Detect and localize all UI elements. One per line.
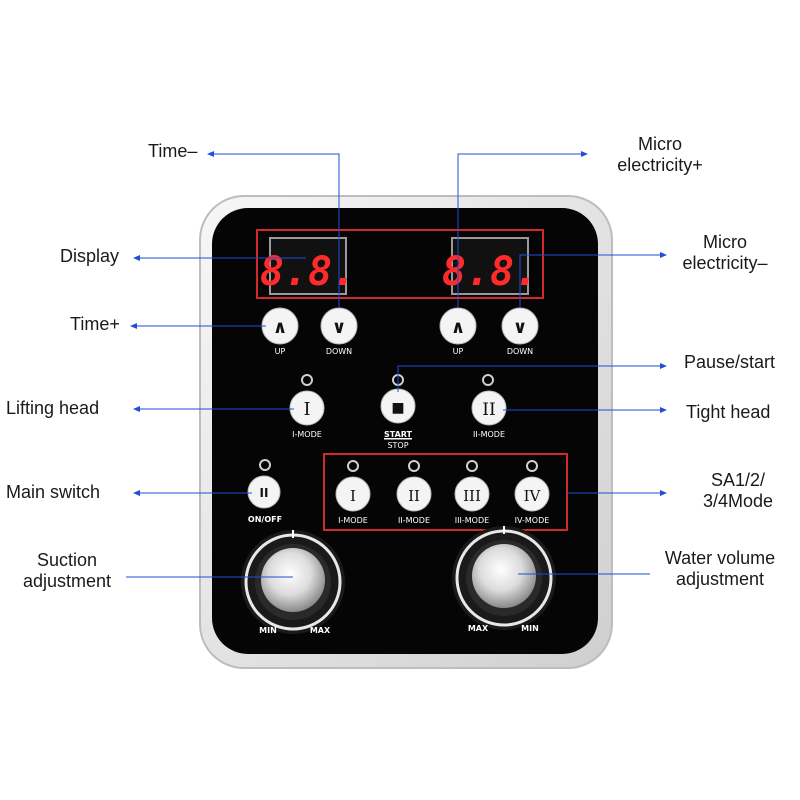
- indicator-led: [466, 460, 478, 472]
- indicator-led: [408, 460, 420, 472]
- water-volume-knob[interactable]: [452, 526, 556, 630]
- pause-icon: II: [260, 486, 269, 500]
- callout-pause-start: Pause/start: [684, 352, 776, 372]
- up-arrow-icon: ∧: [451, 317, 466, 338]
- callout-time-plus: Time+: [70, 314, 120, 334]
- mode-ii-glyph: II: [482, 400, 495, 420]
- sa-mode-highlight-box: [323, 453, 568, 531]
- leader-micro-plus: [457, 153, 583, 308]
- callout-sa-mode-line2: 3/4Mode: [702, 491, 774, 511]
- sa-mode-label-3: III-MODE: [455, 516, 489, 525]
- indicator-led: [482, 374, 494, 386]
- callout-lifting-head: Lifting head: [6, 398, 100, 418]
- callout-display: Display: [60, 246, 120, 266]
- start-stop-button[interactable]: ■: [380, 388, 416, 424]
- down-arrow-icon: ∨: [332, 317, 347, 338]
- callout-sa-mode: SA1/2/ 3/4Mode: [686, 470, 790, 512]
- micro-up-label: UP: [453, 347, 464, 356]
- mode-glyph: I: [350, 487, 356, 505]
- indicator-led: [347, 460, 359, 472]
- sa-mode-button-1[interactable]: I: [335, 476, 371, 512]
- time-display: 8.8.: [260, 249, 356, 295]
- callout-tight-head: Tight head: [686, 402, 771, 422]
- callout-micro-plus-line1: Micro: [638, 134, 682, 154]
- callout-main-switch: Main switch: [6, 482, 101, 502]
- callout-suction-line2: adjustment: [22, 571, 112, 591]
- stop-icon: ■: [391, 400, 404, 416]
- time-up-label: UP: [275, 347, 286, 356]
- callout-sa-mode-line1: SA1/2/: [710, 470, 766, 490]
- micro-down-label: DOWN: [507, 347, 533, 356]
- sa-mode-label-2: II-MODE: [398, 516, 430, 525]
- micro-up-button[interactable]: ∧: [439, 307, 477, 345]
- callout-micro-minus-line2: electricity–: [682, 253, 768, 273]
- start-label: START: [384, 430, 413, 439]
- suction-min-label: MIN: [259, 626, 277, 635]
- time-down-button[interactable]: ∨: [320, 307, 358, 345]
- callout-time-minus: Time–: [148, 141, 198, 161]
- callout-water-line2: adjustment: [675, 569, 765, 589]
- callout-micro-minus-line1: Micro: [703, 232, 747, 252]
- callout-micro-plus: Micro electricity+: [600, 134, 720, 176]
- display-highlight-box: [256, 229, 544, 299]
- indicator-led: [301, 374, 313, 386]
- callout-suction: Suction adjustment: [12, 550, 122, 592]
- stop-label: STOP: [387, 441, 408, 450]
- indicator-led: [259, 459, 271, 471]
- lifting-head-button[interactable]: I: [289, 390, 325, 426]
- callout-suction-line1: Suction: [36, 550, 98, 570]
- mode-glyph: IV: [524, 487, 542, 505]
- tight-head-label: II-MODE: [473, 430, 505, 439]
- time-display-frame: [269, 237, 347, 295]
- callout-water-line1: Water volume: [664, 548, 776, 568]
- micro-display-frame: [451, 237, 529, 295]
- tight-head-button[interactable]: II: [471, 390, 507, 426]
- leader-time-minus: [212, 153, 340, 308]
- suction-knob[interactable]: [241, 530, 345, 634]
- indicator-led: [526, 460, 538, 472]
- mode-glyph: III: [463, 487, 481, 505]
- suction-max-label: MAX: [310, 626, 331, 635]
- sa-mode-label-1: I-MODE: [338, 516, 368, 525]
- water-max-label: MAX: [468, 624, 489, 633]
- up-arrow-icon: ∧: [273, 317, 288, 338]
- lifting-head-label: I-MODE: [292, 430, 322, 439]
- sa-mode-label-4: IV-MODE: [515, 516, 550, 525]
- leader-micro-minus: [519, 254, 662, 308]
- mode-glyph: II: [408, 487, 420, 505]
- sa-mode-button-4[interactable]: IV: [514, 476, 550, 512]
- time-down-label: DOWN: [326, 347, 352, 356]
- mode-i-glyph: I: [303, 399, 310, 420]
- time-up-button[interactable]: ∧: [261, 307, 299, 345]
- sa-mode-button-3[interactable]: III: [454, 476, 490, 512]
- main-switch-button[interactable]: II: [247, 475, 281, 509]
- callout-micro-minus: Micro electricity–: [670, 232, 780, 274]
- callout-water-volume: Water volume adjustment: [650, 548, 790, 590]
- down-arrow-icon: ∨: [513, 317, 528, 338]
- main-switch-label: ON/OFF: [248, 515, 282, 524]
- micro-display: 8.8.: [442, 249, 538, 295]
- water-min-label: MIN: [521, 624, 539, 633]
- leader-pause-start: [397, 365, 662, 392]
- callout-micro-plus-line2: electricity+: [617, 155, 703, 175]
- sa-mode-button-2[interactable]: II: [396, 476, 432, 512]
- micro-down-button[interactable]: ∨: [501, 307, 539, 345]
